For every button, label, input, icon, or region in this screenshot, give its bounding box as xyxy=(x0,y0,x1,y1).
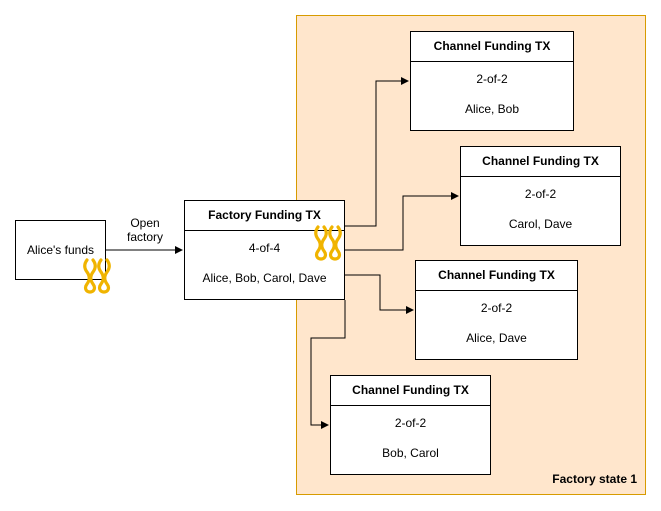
channel-multisig: 2-of-2 xyxy=(476,72,508,86)
channel-funding-tx-box: Channel Funding TX 2-of-2 Alice, Dave xyxy=(415,260,578,360)
edge-label-open-factory: Open factory xyxy=(118,216,172,244)
edge-to-channel-carol-dave xyxy=(345,192,459,251)
channel-funding-tx-box: Channel Funding TX 2-of-2 Bob, Carol xyxy=(330,375,491,475)
channel-multisig: 2-of-2 xyxy=(480,301,513,315)
edge-to-channel-bob-carol xyxy=(310,300,346,429)
channel-funding-tx-box: Channel Funding TX 2-of-2 Alice, Bob xyxy=(410,31,574,131)
factory-funding-tx-title: Factory Funding TX xyxy=(185,201,344,231)
factory-state-label: Factory state 1 xyxy=(552,472,637,486)
channel-participants: Carol, Dave xyxy=(508,217,573,231)
alice-funds-box: Alice's funds xyxy=(15,220,106,280)
channel-multisig: 2-of-2 xyxy=(524,187,557,201)
alice-funds-label: Alice's funds xyxy=(27,243,94,257)
chain-link-icon xyxy=(83,258,111,294)
channel-participants: Alice, Bob xyxy=(464,102,520,116)
factory-participants: Alice, Bob, Carol, Dave xyxy=(202,271,327,285)
channel-funding-tx-title: Channel Funding TX xyxy=(411,32,573,62)
factory-multisig: 4-of-4 xyxy=(248,241,281,255)
channel-funding-tx-box: Channel Funding TX 2-of-2 Carol, Dave xyxy=(460,146,621,246)
channel-participants: Bob, Carol xyxy=(382,446,439,460)
channel-funding-tx-title: Channel Funding TX xyxy=(461,147,620,177)
edge-to-channel-alice-dave xyxy=(345,274,414,314)
channel-funding-tx-title: Channel Funding TX xyxy=(331,376,490,406)
channel-multisig: 2-of-2 xyxy=(394,416,427,430)
chain-link-icon xyxy=(314,225,342,261)
channel-participants: Alice, Dave xyxy=(466,331,527,345)
edge-to-channel-alice-bob xyxy=(345,77,409,227)
channel-funding-tx-title: Channel Funding TX xyxy=(416,261,577,291)
